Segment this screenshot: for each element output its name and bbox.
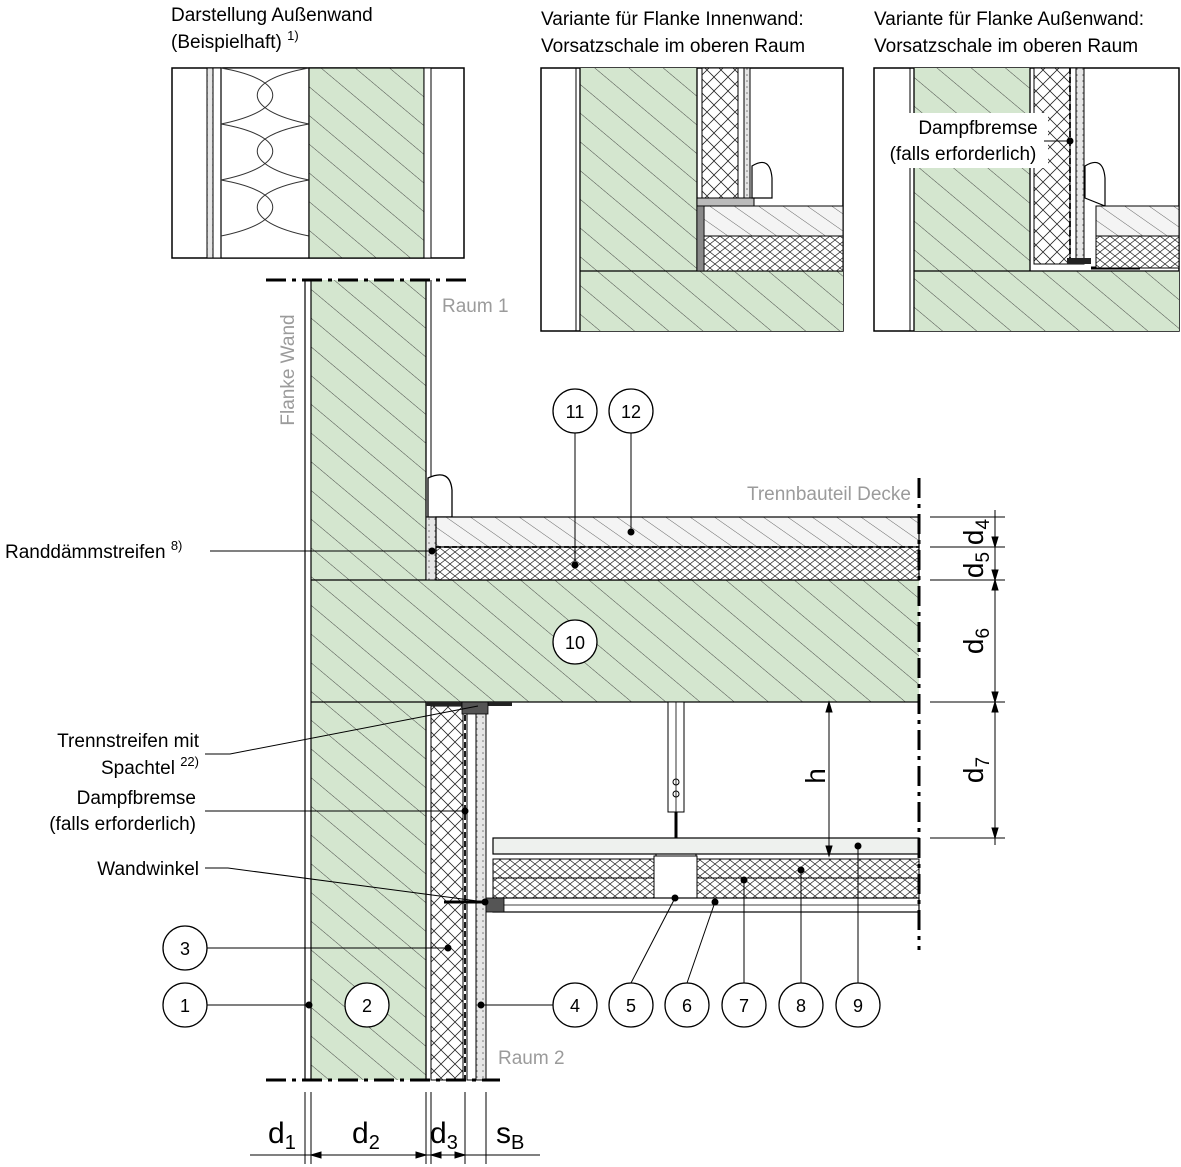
marker-6: 6: [664, 898, 719, 1028]
dimension-d7-letter: d: [958, 768, 989, 784]
marker-7-number: 7: [739, 996, 749, 1016]
dimension-d1: d1: [268, 1117, 296, 1154]
edge-strip-text: Randdämmstreifen: [5, 542, 166, 563]
main-section: [266, 278, 921, 1082]
dimension-d6-sub: 6: [973, 628, 994, 639]
inset-vapour-barrier-line2: (falls erforderlich): [890, 144, 1037, 165]
separating-strip-text: Spachtel: [101, 758, 175, 779]
dimension-d7: d7: [958, 757, 994, 783]
caption-variant-inner-line1: Variante für Flanke Innenwand:: [541, 9, 804, 30]
dimension-h: h: [800, 768, 831, 784]
marker-3: 3: [162, 925, 452, 971]
marker-2-number: 2: [362, 996, 372, 1016]
inset-exterior-wall: [171, 67, 465, 259]
dimension-sb-letter: s: [496, 1117, 511, 1150]
marker-6-number: 6: [682, 996, 692, 1016]
dimension-d4-letter: d: [958, 530, 989, 546]
dimension-d6: d6: [958, 628, 994, 654]
inset-variant-outer-wall: Dampfbremse (falls erforderlich): [873, 67, 1180, 332]
caption-variant-outer-line1: Variante für Flanke Außenwand:: [874, 9, 1144, 30]
marker-7: 7: [721, 876, 767, 1028]
dimension-d2-letter: d: [352, 1117, 369, 1150]
marker-5: 5: [608, 894, 679, 1028]
bottom-dimensions: [250, 1092, 540, 1164]
edge-strip-footnote: 8): [171, 538, 183, 553]
caption-exterior-wall-line2-text: (Beispielhaft): [171, 32, 282, 53]
dimension-d4: d4: [958, 519, 994, 546]
caption-variant-inner-line2: Vorsatzschale im oberen Raum: [541, 36, 805, 57]
wall-angle-label: Wandwinkel: [97, 859, 199, 880]
dimension-sb-sub: B: [511, 1132, 524, 1154]
marker-11-number: 11: [566, 402, 585, 422]
marker-4: 4: [477, 982, 598, 1028]
marker-12-number: 12: [621, 402, 641, 422]
dimension-d1-sub: 1: [285, 1132, 296, 1154]
dimension-d2-sub: 2: [369, 1132, 380, 1154]
flank-wall-label: Flanke Wand: [278, 314, 299, 425]
dimension-d2: d2: [352, 1117, 380, 1154]
marker-10-number: 10: [565, 633, 585, 653]
dimension-d7-sub: 7: [973, 757, 994, 768]
vapour-barrier-label-line2: (falls erforderlich): [49, 814, 196, 835]
dimension-sb: sB: [496, 1117, 524, 1154]
marker-1-number: 1: [180, 996, 190, 1016]
dimension-d5-sub: 5: [973, 552, 994, 563]
caption-exterior-wall-line2: (Beispielhaft) 1): [171, 28, 299, 53]
caption-exterior-wall-footnote: 1): [287, 28, 299, 43]
edge-strip-label: Randdämmstreifen 8): [5, 538, 182, 563]
dimension-d3-letter: d: [430, 1117, 447, 1150]
caption-variant-outer-line2: Vorsatzschale im oberen Raum: [874, 36, 1138, 57]
marker-9-number: 9: [853, 996, 863, 1016]
separating-strip-label-line2: Spachtel 22): [101, 754, 199, 779]
dimension-d3-sub: 3: [447, 1132, 458, 1154]
marker-8-number: 8: [796, 996, 806, 1016]
dimension-d5-letter: d: [958, 563, 989, 579]
dimension-d3: d3: [430, 1117, 458, 1154]
marker-8: 8: [778, 866, 824, 1028]
marker-5-number: 5: [626, 996, 636, 1016]
separating-strip-label-line1: Trennstreifen mit: [57, 731, 200, 752]
right-dimensions: [825, 510, 1005, 858]
separating-ceiling-label: Trennbauteil Decke: [747, 484, 911, 505]
room-2-label: Raum 2: [498, 1048, 565, 1069]
marker-2: 2: [344, 982, 390, 1028]
marker-11: 11: [552, 388, 598, 569]
vapour-barrier-label-line1: Dampfbremse: [77, 788, 196, 809]
marker-4-number: 4: [570, 996, 580, 1016]
marker-10: 10: [552, 619, 598, 665]
dimension-d1-letter: d: [268, 1117, 285, 1150]
marker-3-number: 3: [180, 939, 190, 959]
inset-vapour-barrier-line1: Dampfbremse: [918, 118, 1037, 139]
separating-strip-footnote: 22): [180, 754, 199, 769]
dimension-d5: d5: [958, 552, 994, 578]
caption-exterior-wall-line1: Darstellung Außenwand: [171, 5, 373, 26]
dimension-d6-letter: d: [958, 639, 989, 655]
marker-1: 1: [162, 982, 313, 1028]
inset-variant-inner-wall: [540, 67, 844, 332]
marker-12: 12: [608, 388, 654, 536]
dimension-d4-sub: 4: [973, 519, 994, 530]
room-1-label: Raum 1: [442, 296, 509, 317]
marker-9: 9: [835, 842, 881, 1028]
